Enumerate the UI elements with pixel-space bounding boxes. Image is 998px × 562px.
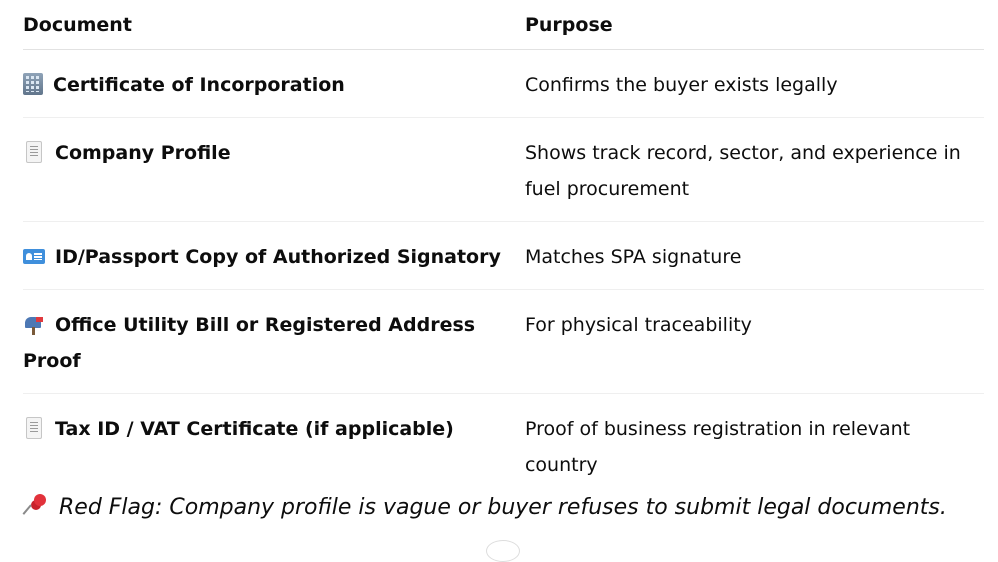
document-cell: Certificate of Incorporation [23, 49, 525, 118]
document-cell: ID/Passport Copy of Authorized Signatory [23, 221, 525, 290]
document-name: Office Utility Bill or Registered Addres… [23, 314, 476, 372]
purpose-cell: Matches SPA signature [524, 221, 984, 290]
documents-table: Document Purpose Certificate of Incorpor… [23, 0, 984, 497]
table-row: Company Profile Shows track record, sect… [23, 117, 984, 222]
receipt-icon [26, 417, 42, 439]
column-header-document: Document [23, 0, 525, 50]
red-flag-note: Red Flag: Company profile is vague or bu… [25, 493, 947, 520]
document-cell: Tax ID / VAT Certificate (if applicable) [23, 394, 525, 498]
document-name: ID/Passport Copy of Authorized Signatory [55, 246, 501, 268]
mailbox-icon [23, 313, 45, 335]
receipt-icon [26, 141, 42, 163]
purpose-cell: For physical traceability [524, 289, 984, 394]
table-header-row: Document Purpose [23, 0, 984, 50]
purpose-cell: Proof of business registration in releva… [524, 418, 911, 476]
table-row: Certificate of Incorporation Confirms th… [23, 49, 984, 118]
document-name: Certificate of Incorporation [53, 74, 345, 96]
document-cell: Office Utility Bill or Registered Addres… [23, 289, 525, 394]
document-cell: Company Profile [23, 117, 525, 222]
purpose-cell: Confirms the buyer exists legally [524, 49, 984, 118]
column-header-purpose: Purpose [524, 0, 984, 50]
table-row: ID/Passport Copy of Authorized Signatory… [23, 221, 984, 290]
purpose-cell: Shows track record, sector, and experien… [524, 117, 984, 222]
scroll-down-button[interactable] [486, 540, 520, 562]
pushpin-icon [25, 493, 49, 517]
office-building-icon [23, 73, 43, 95]
id-card-icon [23, 249, 45, 264]
red-flag-text: Red Flag: Company profile is vague or bu… [59, 495, 947, 520]
table-row: Office Utility Bill or Registered Addres… [23, 289, 984, 394]
document-name: Tax ID / VAT Certificate (if applicable) [55, 418, 454, 440]
document-name: Company Profile [55, 142, 231, 164]
table-row: Tax ID / VAT Certificate (if applicable)… [23, 394, 984, 498]
